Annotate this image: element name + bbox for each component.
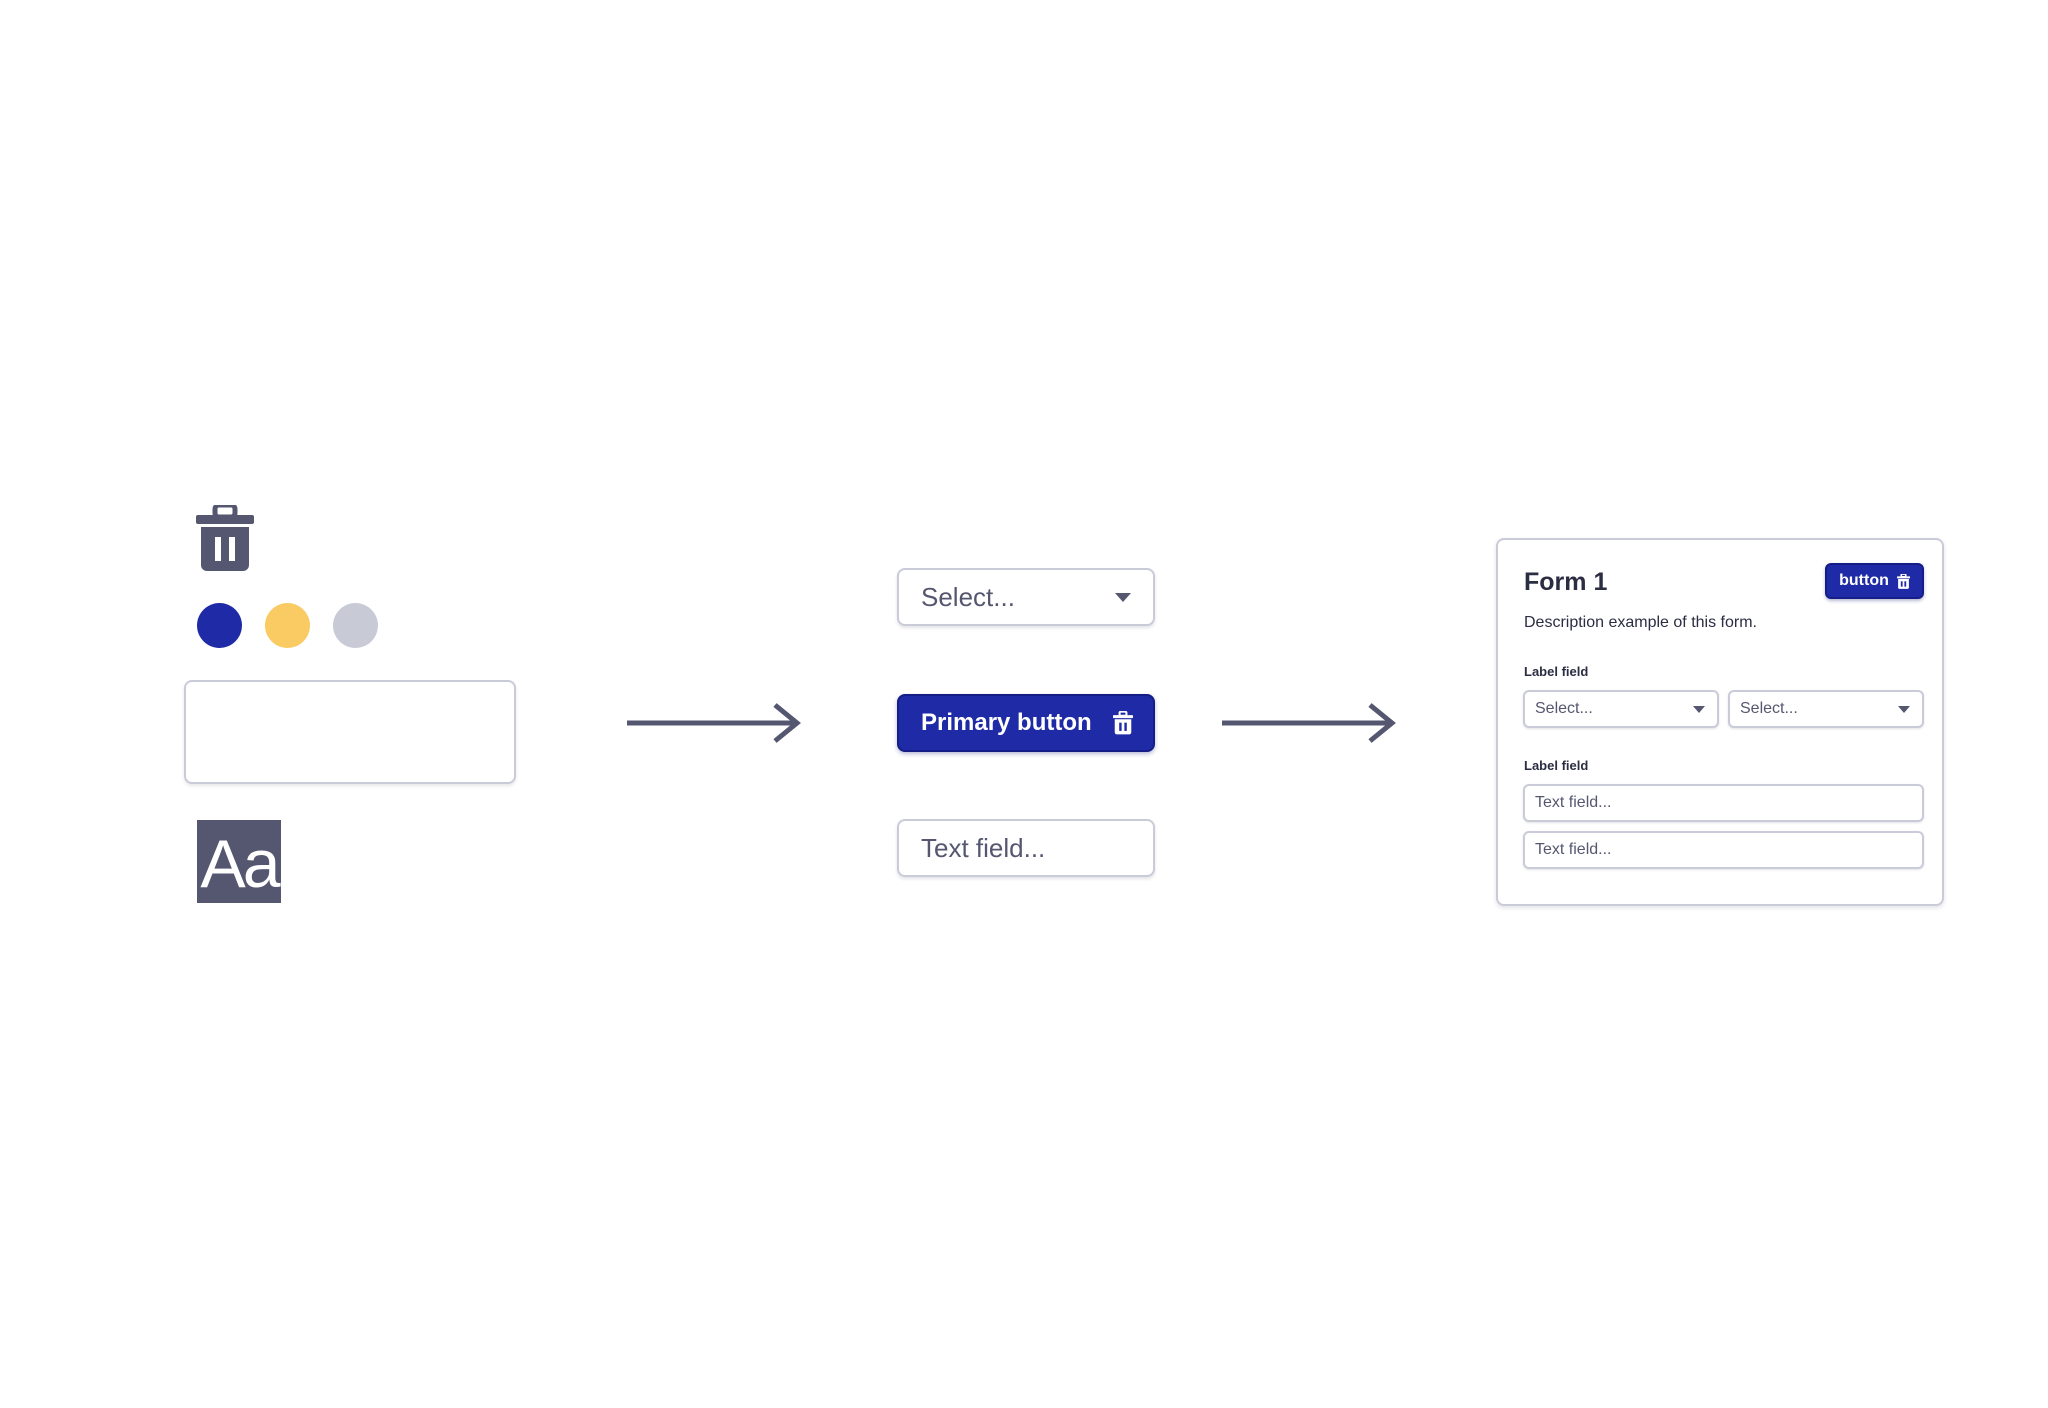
select-placeholder: Select... — [1740, 700, 1798, 717]
form-text-field-1[interactable]: Text field... — [1523, 784, 1924, 822]
form-select-2[interactable]: Select... — [1728, 690, 1924, 728]
form-title: Form 1 — [1524, 568, 1608, 596]
select-placeholder: Select... — [1535, 700, 1593, 717]
form-description: Description example of this form. — [1524, 614, 1757, 631]
text-field-placeholder: Text field... — [1535, 794, 1612, 811]
trash-icon — [1113, 711, 1133, 735]
form-button[interactable]: button — [1825, 563, 1924, 599]
form-select-1[interactable]: Select... — [1523, 690, 1719, 728]
form-text-field-2[interactable]: Text field... — [1523, 831, 1924, 869]
typography-sample: Aa — [197, 820, 281, 903]
typography-sample-text: Aa — [200, 825, 280, 902]
field-label: Label field — [1524, 664, 1589, 679]
color-swatch-neutral — [333, 603, 378, 648]
color-swatch-primary — [197, 603, 242, 648]
color-swatch-accent — [265, 603, 310, 648]
container-primitive — [184, 680, 516, 784]
trash-icon — [196, 505, 254, 571]
select-placeholder: Select... — [921, 581, 1015, 612]
primary-button[interactable]: Primary button — [897, 694, 1155, 752]
text-field-placeholder: Text field... — [1535, 841, 1612, 858]
text-field[interactable]: Text field... — [897, 819, 1155, 877]
trash-icon — [1896, 573, 1910, 589]
field-label: Label field — [1524, 758, 1589, 773]
arrow-right-icon — [627, 703, 801, 743]
chevron-down-icon — [1115, 592, 1131, 602]
select-dropdown[interactable]: Select... — [897, 568, 1155, 626]
primary-button-label: Primary button — [921, 709, 1092, 736]
chevron-down-icon — [1898, 705, 1910, 713]
chevron-down-icon — [1693, 705, 1705, 713]
arrow-right-icon — [1222, 703, 1396, 743]
text-field-placeholder: Text field... — [921, 832, 1046, 863]
form-button-label: button — [1839, 572, 1889, 589]
